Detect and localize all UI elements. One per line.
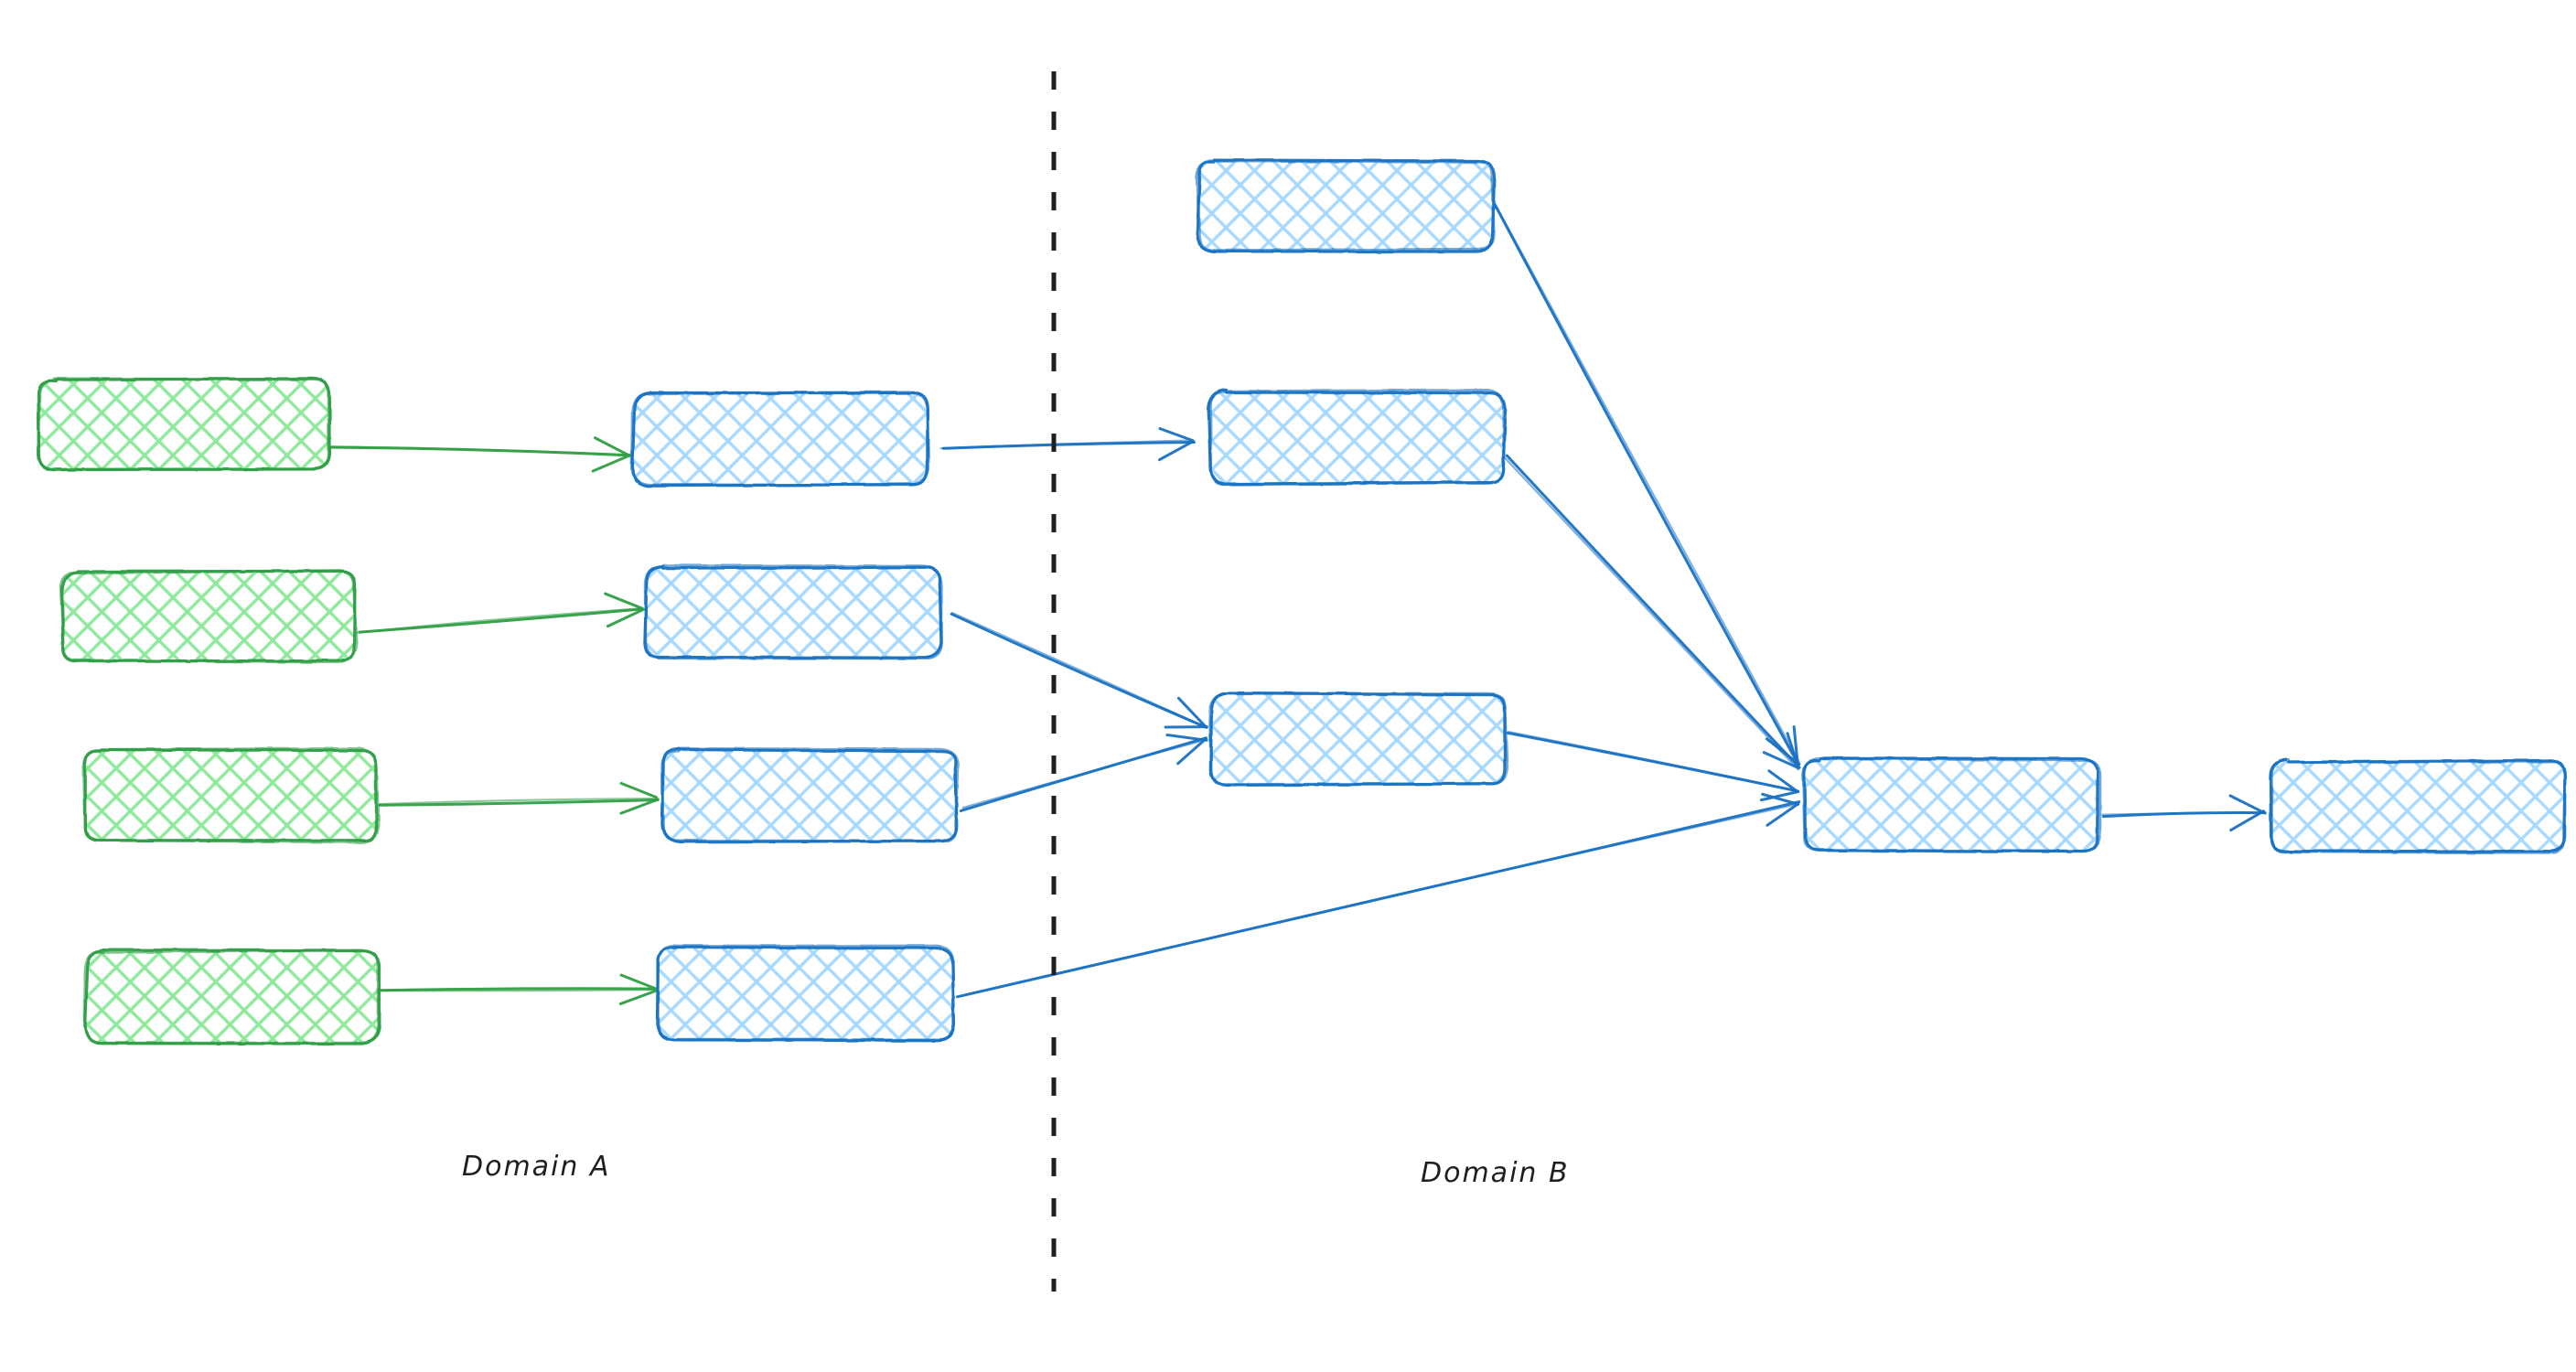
domain-b-label: Domain B (1421, 1157, 1570, 1189)
edge-e-m3-b3 (959, 734, 1208, 812)
node-outline (630, 390, 930, 487)
edge-arrowhead (1786, 732, 1800, 770)
edge-shaft (1502, 456, 1799, 771)
node-fill (84, 750, 377, 841)
nodes-layer (37, 158, 2567, 1045)
node-outline (81, 746, 380, 844)
edge-e-b4-b5 (2100, 794, 2267, 832)
node-fill (2270, 761, 2565, 852)
edge-e-m4-b4 (955, 792, 1801, 999)
node-fill (1209, 391, 1504, 483)
edge-arrowhead (1761, 792, 1800, 806)
node-fill (659, 947, 953, 1040)
node-b2[interactable] (1207, 388, 1507, 487)
node-fill (86, 951, 379, 1043)
edge-shaft (330, 445, 631, 456)
edge-arrowhead (1759, 789, 1800, 802)
edge-shaft (961, 738, 1208, 809)
edge-e-b2-b4 (1502, 454, 1801, 771)
node-outline (37, 377, 331, 471)
node-outline (643, 563, 943, 660)
edge-arrowhead (1176, 696, 1208, 728)
edge-arrowhead (1762, 751, 1799, 769)
node-outline (59, 569, 359, 664)
edge-arrowhead (1767, 769, 1799, 793)
node-outline (1801, 756, 2102, 853)
node-outline (2270, 758, 2567, 854)
node-m1[interactable] (630, 390, 930, 488)
edge-arrowhead (1176, 737, 1208, 766)
node-outline (1195, 159, 1496, 252)
edge-shaft (2100, 811, 2266, 816)
edge-arrowhead (619, 798, 660, 815)
edge-shaft (950, 611, 1207, 728)
node-outline (656, 944, 956, 1042)
domain-a-label: Domain A (462, 1151, 611, 1183)
edge-shaft (1493, 203, 1799, 765)
edges-layer (327, 203, 2267, 1005)
node-m4[interactable] (655, 944, 956, 1043)
node-fill (38, 380, 329, 469)
edge-arrowhead (2229, 809, 2266, 832)
node-m3[interactable] (660, 747, 960, 843)
edge-shaft (378, 798, 660, 807)
edge-shaft (1508, 731, 1799, 792)
edge-shaft (378, 797, 659, 806)
edge-arrowhead (1766, 802, 1800, 827)
edge-shaft (355, 607, 643, 634)
node-fill (1211, 693, 1506, 785)
edge-e-a2-m2 (355, 592, 645, 634)
node-a4[interactable] (83, 948, 381, 1045)
node-a3[interactable] (81, 746, 380, 844)
node-b1[interactable] (1195, 158, 1497, 253)
node-fill (1804, 759, 2098, 851)
edge-arrowhead (604, 592, 644, 610)
node-a1[interactable] (37, 377, 332, 472)
node-a2[interactable] (59, 569, 359, 664)
edge-arrowhead (619, 973, 657, 991)
edge-e-m2-b3 (950, 611, 1208, 729)
node-fill (633, 393, 928, 485)
node-outline (83, 948, 381, 1045)
edge-e-a4-m4 (378, 973, 658, 1005)
edge-shaft (1494, 203, 1801, 765)
edge-shaft (379, 988, 655, 992)
node-outline (660, 747, 960, 843)
edge-arrowhead (1158, 427, 1195, 443)
node-fill (646, 567, 940, 659)
node-b3[interactable] (1208, 691, 1509, 788)
edge-arrowhead (618, 989, 658, 1005)
edge-arrowhead (619, 781, 658, 799)
edge-e-b1-b4 (1493, 203, 1801, 766)
edge-shaft (327, 445, 631, 457)
edge-e-m1-b2 (939, 427, 1196, 462)
edge-shaft (1505, 454, 1801, 769)
node-m2[interactable] (643, 563, 943, 660)
edge-arrowhead (606, 607, 645, 628)
edge-arrowhead (2228, 794, 2267, 815)
edge-arrowhead (1165, 734, 1208, 742)
node-fill (662, 750, 957, 841)
node-b4[interactable] (1801, 756, 2102, 853)
edge-shaft (959, 802, 1799, 998)
edge-e-a3-m3 (378, 781, 660, 815)
node-fill (1198, 161, 1493, 251)
edge-e-a1-m1 (327, 436, 631, 473)
edge-shaft (939, 439, 1194, 450)
node-outline (1208, 691, 1509, 787)
edge-arrowhead (1792, 725, 1799, 766)
edge-arrowhead (593, 436, 631, 457)
edge-e-b3-b4 (1506, 731, 1800, 802)
node-b5[interactable] (2269, 758, 2567, 854)
node-fill (62, 572, 355, 661)
node-outline (1208, 388, 1506, 487)
edge-arrowhead (591, 454, 631, 473)
edge-arrowhead (1157, 440, 1195, 462)
